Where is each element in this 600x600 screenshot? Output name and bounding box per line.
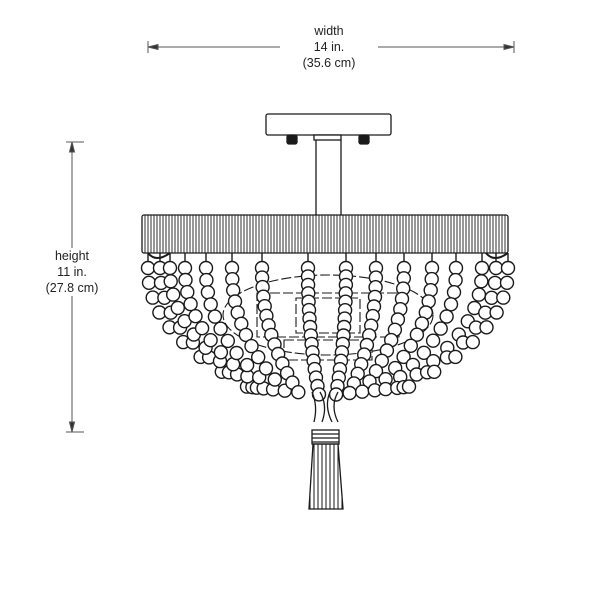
width-label-imperial: 14 in. [313, 40, 345, 54]
width-label: width 14 in. (35.6 cm) [280, 23, 378, 71]
screw-left-icon [286, 134, 298, 145]
arrow-up-icon [68, 141, 76, 153]
height-label-title: height [54, 249, 90, 263]
arrow-down-icon [68, 421, 76, 433]
arrow-left-icon [147, 43, 159, 51]
height-label-metric: (27.8 cm) [45, 281, 99, 295]
downrod [313, 134, 342, 215]
width-label-metric: (35.6 cm) [302, 56, 356, 70]
ceiling-canopy [265, 113, 392, 145]
screw-right-icon [358, 134, 370, 145]
width-label-title: width [314, 24, 344, 38]
tassel [308, 391, 344, 510]
bead-strands [140, 253, 516, 402]
height-label-imperial: 11 in. [57, 265, 87, 279]
height-label: height 11 in. (27.8 cm) [30, 248, 114, 296]
arrow-right-icon [503, 43, 515, 51]
ribbed-top-band [141, 214, 509, 259]
